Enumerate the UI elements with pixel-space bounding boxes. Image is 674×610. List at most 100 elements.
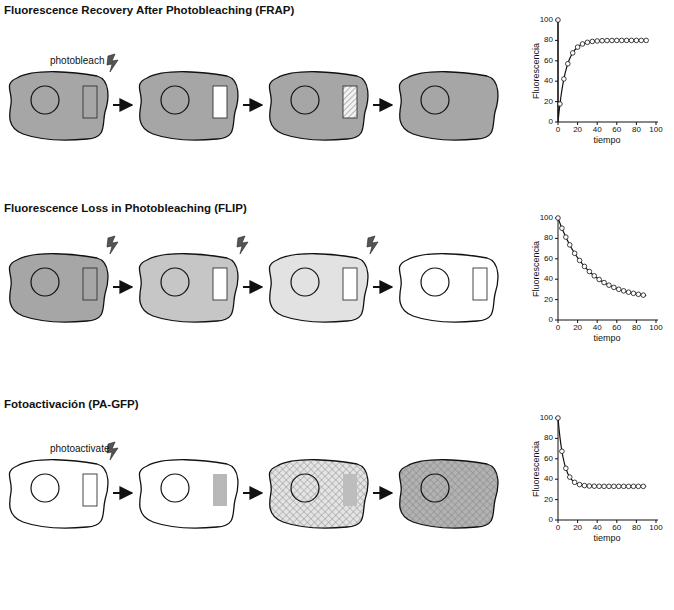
technique-row: [9, 416, 658, 528]
axis-tick-label: 100: [649, 524, 662, 533]
data-point: [587, 269, 592, 274]
tick: [555, 499, 558, 500]
chart: [555, 216, 658, 323]
axis-tick-label: 20: [544, 97, 553, 106]
data-point: [641, 293, 646, 298]
nucleus: [31, 268, 59, 296]
cell-drawing: [269, 254, 368, 322]
axis-tick-label: 40: [544, 475, 553, 484]
data-point: [564, 235, 569, 240]
light-bolt: [107, 236, 118, 254]
cell-drawing: [269, 72, 368, 140]
section-title: Fluorescence Recovery After Photobleachi…: [4, 4, 294, 17]
data-point: [634, 38, 639, 43]
step-arrow: [113, 492, 132, 494]
data-point: [639, 38, 644, 43]
tick: [555, 238, 558, 239]
tick: [616, 122, 617, 125]
tick: [636, 520, 637, 523]
step-arrow: [243, 286, 262, 288]
chart-axes: [558, 216, 658, 320]
data-point: [592, 484, 597, 489]
target-region: [213, 268, 227, 300]
data-point: [616, 287, 621, 292]
tick: [558, 122, 559, 125]
tick: [555, 458, 558, 459]
tick: [555, 279, 558, 280]
cell-drawing: [399, 460, 498, 528]
light-bolt: [237, 236, 248, 254]
data-point: [612, 484, 617, 489]
tick: [616, 320, 617, 323]
axis-title: Fluorescencia: [532, 241, 542, 297]
step-arrow: [113, 104, 132, 106]
step-arrow: [243, 492, 262, 494]
cell-drawing: [139, 254, 238, 322]
axis-tick-label: 100: [649, 324, 662, 333]
data-point: [580, 42, 585, 47]
axis-tick-label: 20: [544, 495, 553, 504]
axis-tick-label: 40: [544, 77, 553, 86]
data-point: [624, 38, 629, 43]
data-point: [560, 226, 565, 231]
tick: [577, 122, 578, 125]
target-region: [83, 86, 97, 118]
cell-drawing: [139, 460, 238, 528]
axis-tick-label: 20: [573, 524, 582, 533]
fit-curve: [558, 20, 646, 122]
data-point: [564, 466, 569, 471]
cell-drawing: [399, 72, 498, 140]
axis-tick-label: 80: [632, 524, 641, 533]
data-point: [592, 274, 597, 279]
action-label: photoactivate: [50, 443, 110, 454]
step-arrow: [373, 286, 392, 288]
cell-outline: [269, 460, 368, 528]
cell-drawing: [9, 72, 108, 140]
cell-drawing: [9, 460, 108, 528]
axis-tick-label: 40: [593, 324, 602, 333]
data-point: [626, 484, 631, 489]
axis-title: tiempo: [593, 534, 620, 544]
axis-tick-label: 60: [612, 126, 621, 135]
data-point: [597, 484, 602, 489]
data-point: [566, 61, 571, 66]
data-point: [575, 45, 580, 50]
data-point: [556, 416, 561, 421]
data-point: [556, 18, 561, 23]
technique-row: [9, 18, 658, 140]
cell-outline: [399, 72, 498, 140]
tick: [577, 520, 578, 523]
data-point: [612, 285, 617, 290]
axis-tick-label: 80: [544, 234, 553, 243]
axis-tick-label: 0: [556, 126, 560, 135]
data-point: [585, 40, 590, 45]
data-point: [560, 449, 565, 454]
data-point: [582, 264, 587, 269]
axis-tick-label: 60: [544, 454, 553, 463]
chart: [555, 416, 658, 523]
tick: [636, 320, 637, 323]
axis-tick-label: 40: [593, 126, 602, 135]
axis-tick-label: 60: [544, 56, 553, 65]
axis-tick-label: 20: [573, 324, 582, 333]
data-point: [597, 277, 602, 282]
data-point: [602, 280, 607, 285]
target-region: [83, 268, 97, 300]
tick: [558, 320, 559, 323]
tick: [616, 520, 617, 523]
chart: [555, 18, 658, 125]
nucleus: [161, 474, 189, 502]
nucleus: [421, 86, 449, 114]
tick: [597, 320, 598, 323]
data-point: [631, 484, 636, 489]
fit-curve: [558, 418, 646, 486]
axis-tick-label: 0: [549, 118, 553, 127]
target-region: [213, 86, 227, 118]
data-point: [595, 39, 600, 44]
nucleus: [421, 268, 449, 296]
cell-outline: [269, 72, 368, 140]
axis-title: tiempo: [593, 136, 620, 146]
nucleus: [161, 268, 189, 296]
tick: [636, 122, 637, 125]
